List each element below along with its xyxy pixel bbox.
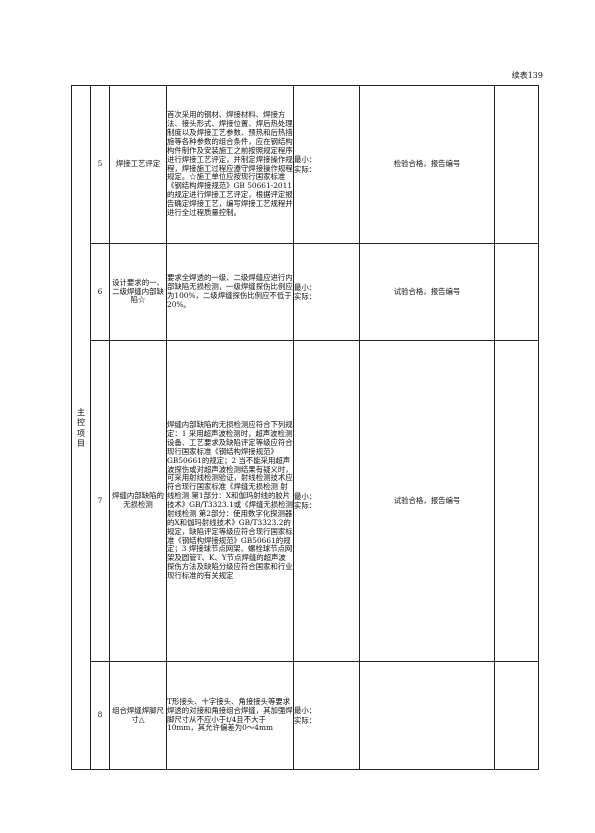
requirement-text: 焊缝内部缺陷的无损检测应符合下列规定：1 采用超声波检测时，超声波检测设备、工艺… bbox=[166, 340, 294, 662]
section-label: 主控项目 bbox=[76, 407, 86, 448]
requirement-text: 要求全焊透的一级、二级焊缝应进行内部缺陷无损检测，一级焊缝探伤比例应为100%，… bbox=[166, 243, 294, 341]
continued-table-label: 续表139 bbox=[511, 71, 543, 80]
min-label: 最小： bbox=[294, 155, 317, 165]
actual-label: 实际： bbox=[294, 164, 317, 174]
inspection-table: 主控项目 5 焊接工艺评定 首次采用的钢材、焊接材料、焊接方法、接头形式、焊接位… bbox=[71, 85, 539, 770]
result-text: 检验合格，报告编号 bbox=[359, 85, 495, 244]
section-label-cell: 主控项目 bbox=[71, 85, 91, 770]
remark-cell[interactable] bbox=[494, 340, 539, 662]
item-name: 设计要求的一、二级焊缝内部缺陷☆ bbox=[109, 243, 167, 341]
table-row: 7 焊缝内部缺陷的无损检测 焊缝内部缺陷的无损检测应符合下列规定：1 采用超声波… bbox=[72, 340, 539, 662]
table-row: 6 设计要求的一、二级焊缝内部缺陷☆ 要求全焊透的一级、二级焊缝应进行内部缺陷无… bbox=[72, 243, 539, 341]
measurement-cell[interactable]: 最小： 实际： bbox=[293, 85, 360, 244]
remark-cell[interactable] bbox=[494, 243, 539, 341]
requirement-text: T形接头、十字接头、角接接头等要求焊透的对接和角接组合焊缝，其加强焊脚尺寸从不应… bbox=[166, 661, 294, 770]
requirement-text: 首次采用的钢材、焊接材料、焊接方法、接头形式、焊接位置、焊后热处理制度以及焊接工… bbox=[166, 85, 294, 244]
row-number: 8 bbox=[90, 661, 110, 770]
measurement-cell[interactable]: 最小： 实际： bbox=[293, 340, 360, 662]
row-number: 6 bbox=[90, 243, 110, 341]
remark-cell[interactable] bbox=[494, 85, 539, 244]
result-text bbox=[359, 661, 495, 770]
actual-label: 实际： bbox=[294, 501, 317, 510]
item-name: 焊接工艺评定 bbox=[109, 85, 167, 244]
row-number: 5 bbox=[90, 85, 110, 244]
measurement-cell[interactable]: 最小： 实际： bbox=[293, 243, 360, 341]
result-text: 试验合格，报告编号 bbox=[359, 340, 495, 662]
table-row: 主控项目 5 焊接工艺评定 首次采用的钢材、焊接材料、焊接方法、接头形式、焊接位… bbox=[71, 85, 539, 770]
min-label: 最小： bbox=[294, 282, 317, 292]
min-label: 最小： bbox=[294, 706, 317, 716]
measurement-cell[interactable]: 最小： 实际： bbox=[293, 661, 360, 770]
table-row: 8 组合焊缝焊脚尺寸△ T形接头、十字接头、角接接头等要求焊透的对接和角接组合焊… bbox=[72, 661, 539, 770]
result-text: 试验合格，报告编号 bbox=[359, 243, 495, 341]
item-name: 组合焊缝焊脚尺寸△ bbox=[109, 661, 167, 770]
min-label: 最小： bbox=[294, 491, 317, 501]
row-number: 7 bbox=[90, 340, 110, 662]
item-name: 焊缝内部缺陷的无损检测 bbox=[109, 340, 167, 662]
actual-label: 实际： bbox=[294, 292, 317, 301]
actual-label: 实际： bbox=[294, 715, 317, 725]
remark-cell[interactable] bbox=[494, 661, 539, 770]
